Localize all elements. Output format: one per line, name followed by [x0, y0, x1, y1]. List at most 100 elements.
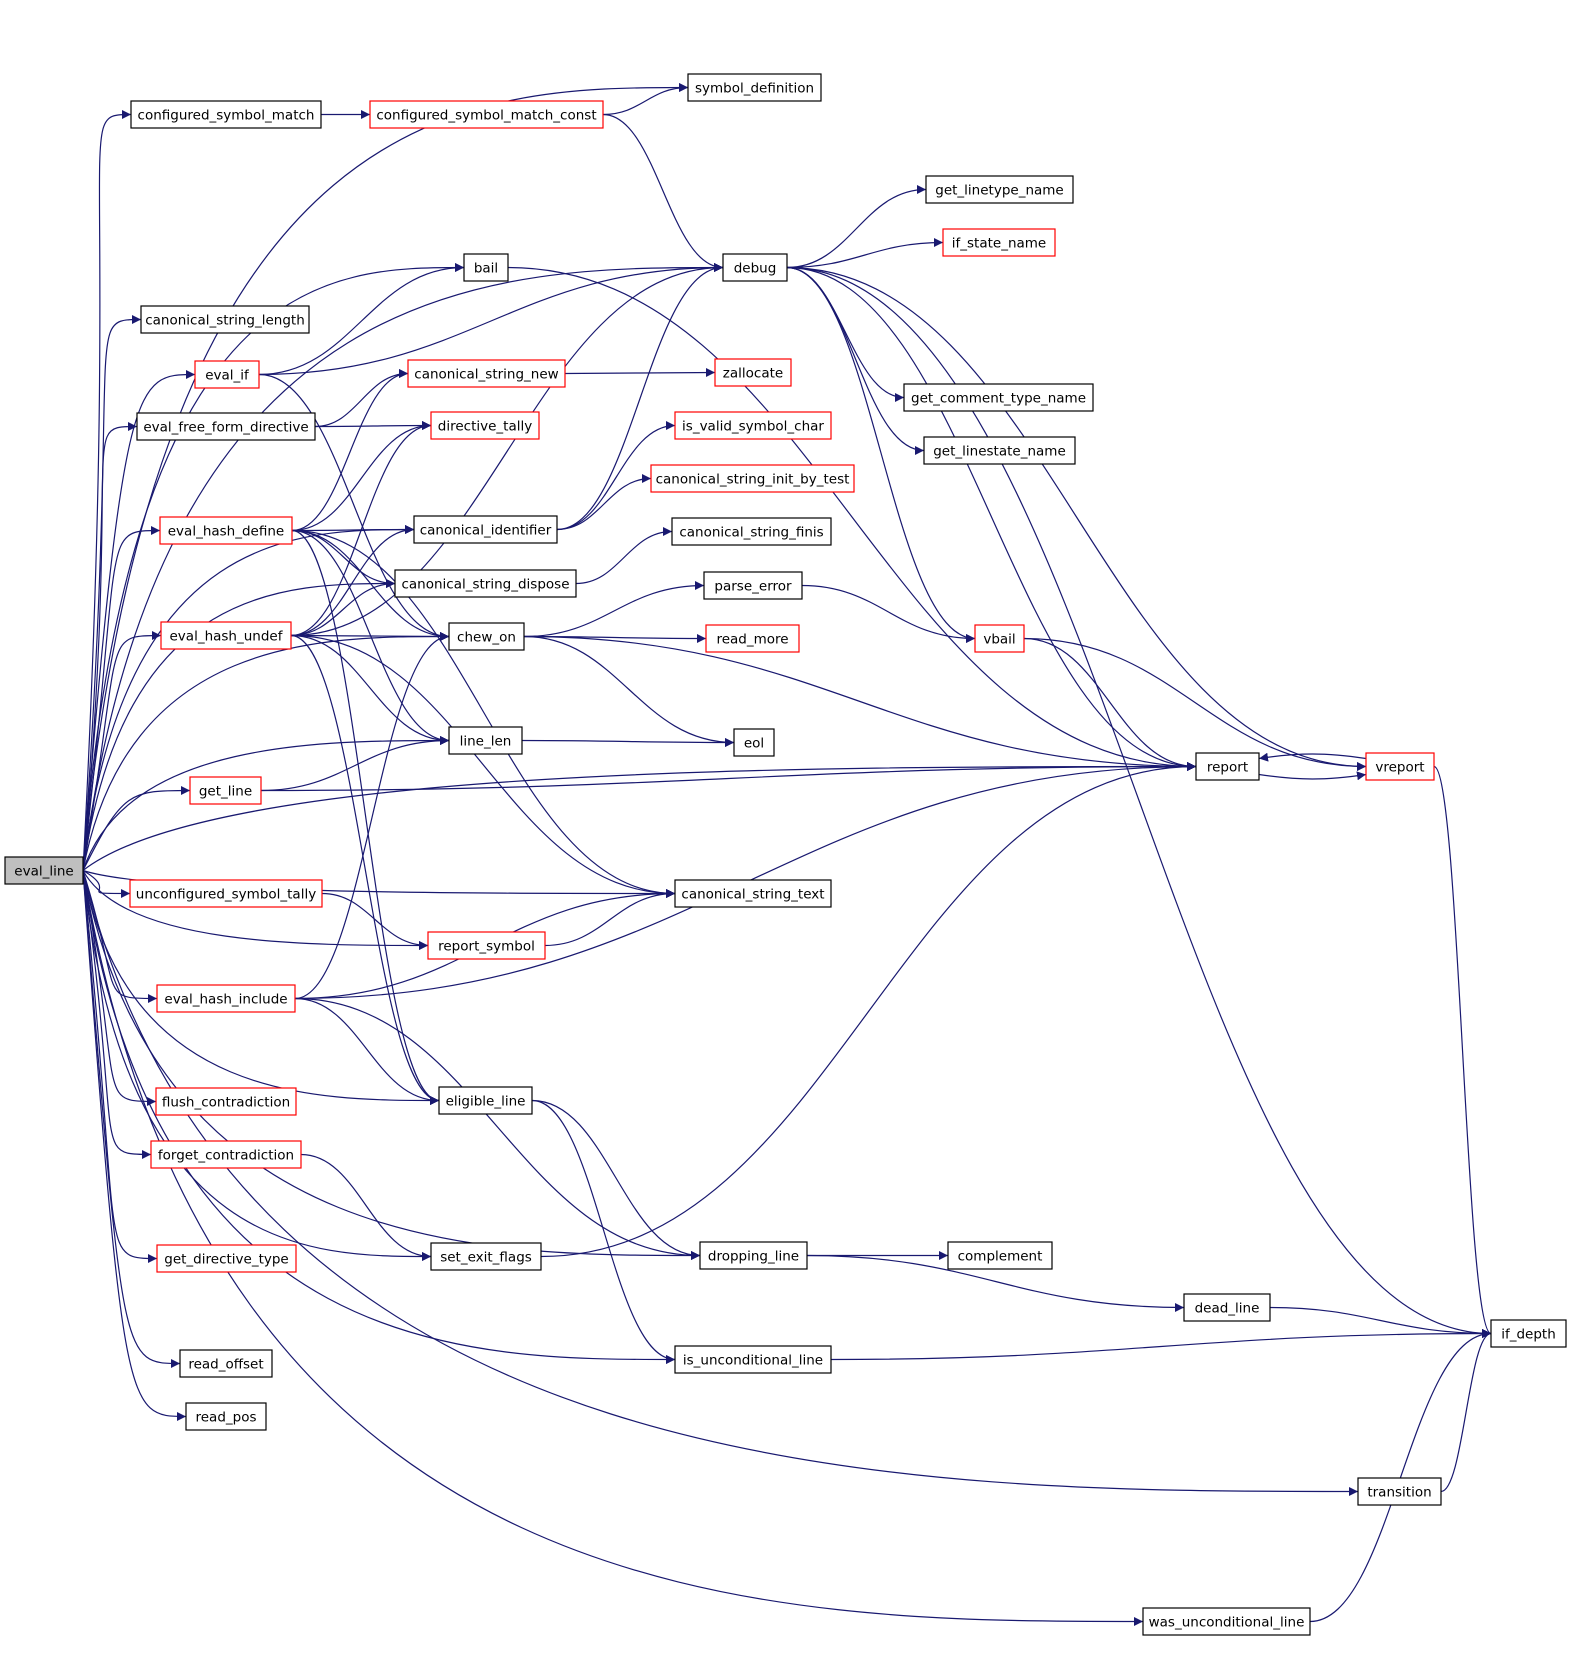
- node-canonical-string-init-by-test[interactable]: canonical_string_init_by_test: [650, 464, 855, 493]
- node-get-linetype-name[interactable]: get_linetype_name: [925, 175, 1074, 204]
- edge-eval_line-to-line_len: [82, 736, 450, 871]
- node-label: chew_on: [457, 630, 516, 646]
- edge-debug-to-if_state_name: [786, 238, 944, 269]
- node-line-len[interactable]: line_len: [448, 726, 523, 755]
- node-complement[interactable]: complement: [947, 1241, 1053, 1270]
- node-eval-free-form-directive[interactable]: eval_free_form_directive: [136, 412, 316, 441]
- node-debug[interactable]: debug: [722, 253, 788, 282]
- node-chew-on[interactable]: chew_on: [448, 622, 525, 651]
- node-is-unconditional-line[interactable]: is_unconditional_line: [674, 1345, 832, 1374]
- node-if-state-name[interactable]: if_state_name: [942, 228, 1056, 257]
- node-box: [1490, 1319, 1567, 1348]
- node-eval-if[interactable]: eval_if: [194, 360, 260, 389]
- node-eligible-line[interactable]: eligible_line: [438, 1086, 533, 1115]
- node-label: get_line: [199, 784, 252, 800]
- node-box: [394, 569, 577, 598]
- node-eval-hash-define[interactable]: eval_hash_define: [159, 516, 293, 545]
- node-box: [699, 1241, 808, 1270]
- node-get-line[interactable]: get_line: [189, 776, 262, 805]
- node-flush-contradiction[interactable]: flush_contradiction: [155, 1087, 297, 1116]
- node-eval-hash-undef[interactable]: eval_hash_undef: [160, 621, 292, 650]
- node-box: [185, 1402, 267, 1431]
- edge-forget_contradiction-to-set_exit_flags: [300, 1153, 432, 1261]
- node-label: read_more: [716, 632, 788, 648]
- node-is-valid-symbol-char[interactable]: is_valid_symbol_char: [674, 411, 832, 440]
- edge-eval_line-to-chew_on: [82, 632, 450, 871]
- edge-eval_hash_undef-to-line_len: [290, 634, 450, 745]
- edge-eval_line-to-set_exit_flags: [82, 870, 432, 1261]
- node-set-exit-flags[interactable]: set_exit_flags: [430, 1242, 542, 1271]
- node-box: [448, 622, 525, 651]
- node-get-comment-type-name[interactable]: get_comment_type_name: [903, 383, 1094, 412]
- node-was-unconditional-line[interactable]: was_unconditional_line: [1142, 1607, 1311, 1636]
- node-eol[interactable]: eol: [733, 728, 775, 757]
- node-get-directive-type[interactable]: get_directive_type: [156, 1244, 297, 1273]
- node-label: canonical_string_finis: [679, 525, 823, 541]
- node-unconfigured-symbol-tally[interactable]: unconfigured_symbol_tally: [129, 879, 323, 908]
- node-vbail[interactable]: vbail: [974, 624, 1025, 653]
- node-read-offset[interactable]: read_offset: [179, 1349, 273, 1378]
- edge-debug-to-get_comment_type_name: [786, 266, 905, 402]
- node-label: eval_hash_undef: [170, 629, 284, 645]
- node-label: vbail: [983, 632, 1015, 648]
- node-if-depth[interactable]: if_depth: [1490, 1319, 1567, 1348]
- node-vreport[interactable]: vreport: [1365, 752, 1435, 781]
- edge-dropping_line-to-dead_line: [806, 1254, 1185, 1312]
- node-parse-error[interactable]: parse_error: [703, 571, 803, 600]
- node-zallocate[interactable]: zallocate: [714, 358, 792, 387]
- node-configured-symbol-match-const[interactable]: configured_symbol_match_const: [369, 100, 604, 129]
- node-box: [974, 624, 1025, 653]
- edge-canonical_string_new-to-zallocate: [564, 368, 716, 378]
- node-label: read_pos: [195, 1410, 256, 1426]
- edge-eval_line-to-get_line: [82, 786, 191, 871]
- node-forget-contradiction[interactable]: forget_contradiction: [150, 1140, 302, 1169]
- edge-eval_hash_define-to-canonical_identifier: [291, 525, 415, 535]
- edge-eval_line-to-eval_if: [82, 370, 196, 871]
- node-label: set_exit_flags: [440, 1250, 532, 1266]
- node-transition[interactable]: transition: [1357, 1477, 1442, 1506]
- node-read-pos[interactable]: read_pos: [185, 1402, 267, 1431]
- edge-eval_hash_define-to-canonical_string_text: [291, 529, 676, 898]
- node-label: debug: [734, 261, 777, 277]
- node-canonical-string-dispose[interactable]: canonical_string_dispose: [394, 569, 577, 598]
- edge-report-to-vreport: [1258, 771, 1367, 781]
- node-box: [947, 1241, 1053, 1270]
- node-report[interactable]: report: [1195, 752, 1260, 781]
- node-box: [714, 358, 792, 387]
- edge-parse_error-to-vbail: [801, 584, 976, 643]
- node-box: [430, 1242, 542, 1271]
- node-canonical-string-new[interactable]: canonical_string_new: [407, 359, 566, 388]
- edge-eval_hash_define-to-eligible_line: [291, 529, 440, 1105]
- node-label: was_unconditional_line: [1149, 1615, 1305, 1631]
- node-box: [463, 253, 509, 282]
- edge-eval_line-to-eval_hash_include: [82, 870, 158, 1003]
- edge-eval_hash_undef-to-canonical_string_text: [290, 634, 676, 898]
- edge-debug-to-vreport: [786, 266, 1367, 771]
- edge-vreport-to-if_depth: [1433, 765, 1492, 1338]
- edge-eval_hash_define-to-directive_tally: [291, 421, 432, 532]
- node-eval-hash-include[interactable]: eval_hash_include: [156, 984, 296, 1013]
- node-read-more[interactable]: read_more: [705, 624, 800, 653]
- node-box: [903, 383, 1094, 412]
- edge-eval_if-to-debug: [258, 263, 724, 376]
- node-bail[interactable]: bail: [463, 253, 509, 282]
- node-canonical-string-finis[interactable]: canonical_string_finis: [671, 517, 832, 546]
- node-dead-line[interactable]: dead_line: [1183, 1293, 1271, 1322]
- node-box: [155, 1087, 297, 1116]
- node-symbol-definition[interactable]: symbol_definition: [687, 73, 822, 102]
- node-box: [703, 571, 803, 600]
- node-dropping-line[interactable]: dropping_line: [699, 1241, 808, 1270]
- node-get-linestate-name[interactable]: get_linestate_name: [923, 436, 1076, 465]
- node-directive-tally[interactable]: directive_tally: [430, 411, 540, 440]
- node-configured-symbol-match[interactable]: configured_symbol_match: [130, 100, 322, 129]
- edge-eval_line-to-unconfigured_symbol_tally: [82, 869, 131, 898]
- node-canonical-string-text[interactable]: canonical_string_text: [674, 879, 832, 908]
- node-report-symbol[interactable]: report_symbol: [427, 931, 546, 960]
- node-label: if_state_name: [952, 236, 1047, 252]
- node-canonical-identifier[interactable]: canonical_identifier: [413, 515, 558, 544]
- node-label: canonical_string_length: [145, 313, 305, 329]
- node-canonical-string-length[interactable]: canonical_string_length: [140, 305, 310, 334]
- node-label: eligible_line: [446, 1094, 526, 1110]
- node-label: configured_symbol_match: [138, 108, 315, 124]
- edge-eval_hash_undef-to-chew_on: [290, 631, 450, 641]
